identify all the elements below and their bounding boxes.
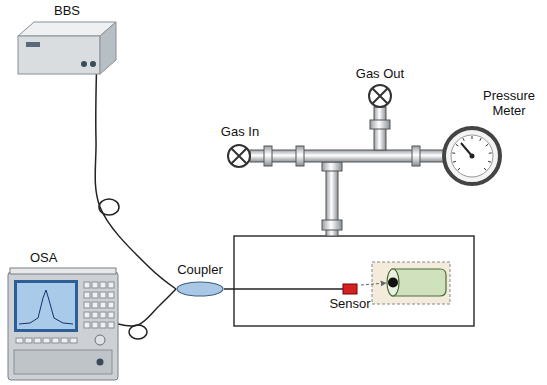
pressure-gauge [444, 128, 500, 184]
coupler-body [177, 282, 223, 296]
gauge-tick [472, 136, 473, 139]
osa-drawing [8, 268, 118, 380]
optical-fiber [224, 288, 343, 290]
front-key [84, 282, 90, 288]
gas-in-valve [228, 145, 250, 167]
output-port [81, 61, 87, 67]
gauge-tick [458, 168, 460, 170]
device-body [8, 272, 118, 380]
device-top [10, 268, 116, 274]
soft-key [16, 338, 23, 343]
fiber-tube [392, 269, 446, 296]
gauge-tick [484, 168, 486, 170]
lower-panel [14, 350, 112, 374]
front-key [84, 312, 90, 318]
front-key [100, 322, 106, 328]
gauge-tick [486, 144, 488, 146]
device-front [18, 36, 100, 74]
input-port [97, 359, 104, 366]
front-key [100, 312, 106, 318]
gauge-ticks [452, 136, 492, 170]
optical-fiber [118, 289, 176, 326]
gauge-hub [470, 154, 475, 159]
gauge-tick [456, 144, 458, 146]
gauge-tick [453, 161, 456, 163]
fiber-coil [129, 325, 147, 339]
front-key [92, 282, 98, 288]
front-key [108, 282, 114, 288]
soft-key [25, 338, 32, 343]
soft-key [34, 338, 41, 343]
front-key [84, 292, 90, 298]
front-key [108, 312, 114, 318]
fiber-core [388, 278, 398, 288]
part-label: Gas Out [345, 66, 415, 81]
gauge-tick [480, 138, 481, 141]
valve-cross [232, 149, 247, 164]
gauge-tick [463, 138, 464, 141]
node-label: Sensor [329, 296, 370, 311]
gauge-tick [488, 161, 491, 163]
front-key [100, 292, 106, 298]
pipe-coupling [322, 220, 342, 230]
device-badge [26, 42, 40, 47]
device-side [100, 22, 116, 74]
node-label: Coupler [177, 262, 223, 277]
fiber-sensor: Sensor [343, 284, 357, 294]
device-top [18, 22, 116, 36]
front-key [100, 282, 106, 288]
front-key [100, 302, 106, 308]
tube-end [387, 269, 399, 296]
front-key [92, 302, 98, 308]
front-key [92, 312, 98, 318]
optical-fiber [95, 74, 176, 289]
front-key [108, 292, 114, 298]
output-port [90, 61, 96, 67]
fiber-coupler: Coupler [176, 281, 224, 297]
pipe-coupling [322, 162, 342, 171]
pipe-joint [264, 146, 272, 166]
soft-key [43, 338, 50, 343]
pipe-joint [412, 146, 420, 166]
sensor-body [343, 284, 357, 294]
soft-key [52, 338, 59, 343]
gauge-tick [489, 152, 492, 153]
gas-out-valve [369, 85, 391, 107]
node-label: BBS [54, 3, 80, 18]
soft-key [70, 338, 77, 343]
bbs-drawing [18, 22, 116, 74]
screen [17, 283, 75, 329]
gauge-dial [451, 135, 493, 177]
front-key [92, 292, 98, 298]
gauge-needle [461, 143, 472, 156]
pipe-joint [296, 146, 304, 166]
spectrum-trace [19, 290, 73, 324]
valve-cross [373, 89, 388, 104]
front-key [84, 302, 90, 308]
node-label: OSA [30, 250, 57, 265]
screen-frame [14, 280, 78, 332]
coupler-drawing [176, 281, 224, 297]
front-key [92, 322, 98, 328]
inset-pointer [361, 283, 386, 285]
gauge-tick [452, 152, 455, 153]
front-key [108, 322, 114, 328]
valve-coupling [370, 120, 390, 129]
soft-key [61, 338, 68, 343]
front-key [84, 322, 90, 328]
light-source: BBS [18, 22, 116, 74]
front-key [108, 302, 114, 308]
sensor-chamber [234, 236, 474, 326]
part-label: Gas In [205, 124, 275, 139]
sensor-drawing [343, 284, 357, 294]
spectrum-analyzer: OSA [8, 268, 118, 380]
knob [95, 335, 105, 345]
part-label: Pressure Meter [476, 88, 542, 118]
